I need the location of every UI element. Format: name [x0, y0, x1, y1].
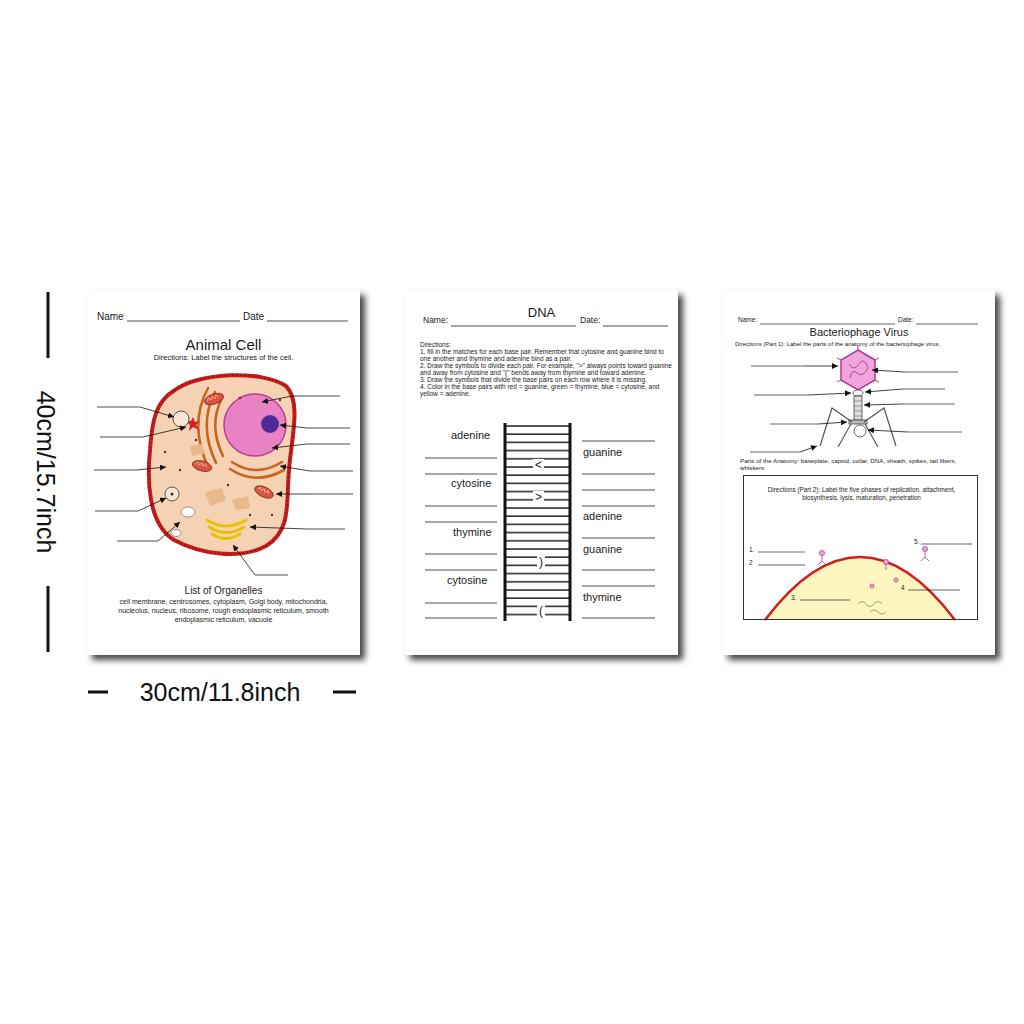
field-label: Name: — [423, 316, 448, 326]
pair-symbol: < — [533, 459, 544, 471]
worksheet-page: Name DateAnimal CellDirections: Label the… — [87, 290, 360, 655]
instructions: 2. Draw the symbols to divide each pair.… — [420, 362, 672, 376]
instructions: 4. Color in the base pairs with red = gu… — [420, 383, 672, 397]
field-label: Date — [243, 311, 264, 323]
list-heading: List of Organelles — [87, 585, 360, 597]
callout-number: 5. — [914, 538, 919, 545]
instructions: Directions (Part 1): Label the parts of … — [735, 341, 991, 348]
pair-symbol: ( — [537, 605, 545, 617]
callout-number: 4 — [901, 584, 905, 591]
base-name: thymine — [453, 526, 492, 539]
instructions: 3. Draw the symbols that divide the base… — [420, 376, 672, 383]
dimension-label: 40cm/15.7inch — [33, 391, 58, 554]
base-name: cytosine — [451, 477, 491, 490]
instruction-block: Directions:1. fill in the matches for ea… — [420, 341, 672, 397]
worksheet-title: DNA — [405, 306, 678, 321]
worksheet-page: Name: Date: Bacteriophage VirusDirections … — [723, 290, 995, 655]
base-name: guanine — [583, 446, 622, 459]
base-name: cytosine — [447, 574, 487, 587]
pair-symbol: ) — [537, 556, 545, 568]
instructions: Directions: — [420, 341, 672, 348]
instructions: Directions (Part 2): Label the five phas… — [754, 486, 969, 502]
worksheet-title: Animal Cell — [87, 336, 360, 353]
worksheet-page: Name:DNADate: Directions:1. fill in the m… — [405, 290, 678, 655]
replication-box: Directions (Part 2): Label the five phas… — [743, 475, 978, 620]
dimension-label: 30cm/11.8inch — [140, 680, 301, 705]
organelle-list: cell membrane, centrosomes, cytoplasm, G… — [103, 597, 344, 624]
field-label: Name: — [738, 316, 757, 323]
worksheet-title: Bacteriophage Virus — [723, 326, 995, 339]
base-name: adenine — [583, 510, 622, 523]
instructions: Directions: Label the structures of the … — [87, 354, 360, 363]
instructions: 1. fill in the matches for each base pai… — [420, 348, 672, 362]
callout-number: 3. — [791, 594, 796, 601]
pair-symbol: > — [533, 491, 544, 503]
callout-number: 2 — [749, 559, 753, 566]
field-label: Date: — [580, 316, 600, 326]
callout-number: 1. — [749, 546, 754, 553]
field-label: Date: — [898, 316, 914, 323]
parts-list: Parts of the Anatomy: baseplate, capsid,… — [740, 457, 960, 471]
base-name: guanine — [583, 543, 622, 556]
field-label: Name — [97, 311, 124, 323]
base-name: adenine — [451, 429, 490, 442]
base-name: thymine — [583, 591, 622, 604]
